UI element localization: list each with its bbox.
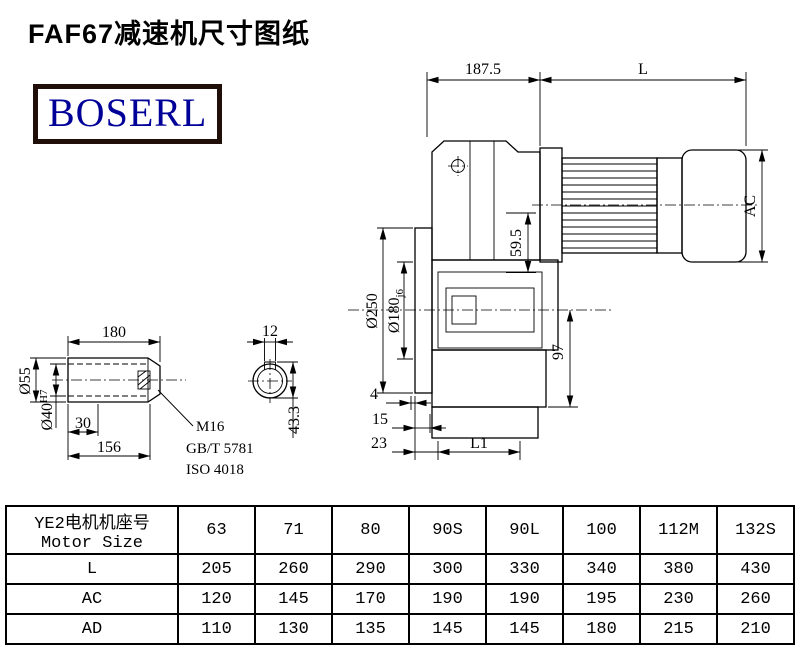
dim-label-d40: Ø40H7 <box>38 389 56 431</box>
size-column-header: 80 <box>331 505 410 555</box>
shaft-detail: 180 Ø55 Ø40H7 30 156 M16 GB/T 5781 ISO 4… <box>17 324 254 478</box>
dim-d180: Ø180j6 <box>386 261 413 360</box>
size-column-header: 90S <box>408 505 487 555</box>
motor-size-header-cn: YE2电机机座号 <box>34 514 150 534</box>
value-cell: 180 <box>562 613 641 645</box>
row-label: AD <box>5 613 179 645</box>
table-row-L: L 205 260 290 300 330 340 380 430 <box>5 553 795 585</box>
dim-97: 97 <box>548 310 578 408</box>
value-cell: 300 <box>408 553 487 585</box>
value-cell: 380 <box>639 553 718 585</box>
dim-label-97: 97 <box>550 344 567 360</box>
size-column-header: 132S <box>716 505 795 555</box>
dim-label-L1: L1 <box>470 435 488 452</box>
size-column-header: 100 <box>562 505 641 555</box>
value-cell: 205 <box>177 553 256 585</box>
row-label: L <box>5 553 179 585</box>
value-cell: 170 <box>331 583 410 615</box>
table-row-AD: AD 110 130 135 145 145 180 215 210 <box>5 613 795 645</box>
row-label: AC <box>5 583 179 615</box>
dim-label-L: L <box>638 61 648 78</box>
table-row-AC: AC 120 145 170 190 190 195 230 260 <box>5 583 795 615</box>
value-cell: 110 <box>177 613 256 645</box>
boserl-logo: BOSERL <box>33 84 223 144</box>
value-cell: 260 <box>716 583 795 615</box>
dim-label-d180: Ø180j6 <box>386 288 406 333</box>
size-column-header: 90L <box>485 505 564 555</box>
dim-label-59-5: 59.5 <box>508 229 525 257</box>
value-cell: 430 <box>716 553 795 585</box>
note-iso-4018: ISO 4018 <box>186 462 244 478</box>
value-cell: 120 <box>177 583 256 615</box>
dim-label-15: 15 <box>372 411 388 428</box>
value-cell: 230 <box>639 583 718 615</box>
dim-label-d250: Ø250 <box>364 293 381 329</box>
value-cell: 330 <box>485 553 564 585</box>
dim-d250: Ø250 <box>364 227 413 394</box>
value-cell: 190 <box>485 583 564 615</box>
value-cell: 130 <box>254 613 333 645</box>
value-cell: 135 <box>331 613 410 645</box>
dim-label-4: 4 <box>370 386 378 403</box>
shaft-cross-section: 12 43.3 <box>247 323 303 438</box>
dim-motor-L: L <box>540 61 746 84</box>
value-cell: 260 <box>254 553 333 585</box>
size-column-header: 63 <box>177 505 256 555</box>
dim-label-180: 180 <box>102 324 126 341</box>
tapped-hole <box>137 370 151 390</box>
dim-label-12: 12 <box>262 323 278 340</box>
note-m16: M16 <box>196 419 225 435</box>
dim-label-AC: AC <box>742 195 759 217</box>
value-cell: 290 <box>331 553 410 585</box>
dim-label-d55: Ø55 <box>17 367 34 395</box>
note-gbt-5781: GB/T 5781 <box>186 441 254 457</box>
value-cell: 215 <box>639 613 718 645</box>
value-cell: 145 <box>485 613 564 645</box>
boserl-logo-text: BOSERL <box>48 90 208 135</box>
dim-label-187-5: 187.5 <box>465 61 501 78</box>
gearbox-outline <box>414 140 559 439</box>
motor-size-header-cell: YE2电机机座号 Motor Size <box>5 505 179 555</box>
centerlines <box>348 204 758 311</box>
size-column-header: 71 <box>254 505 333 555</box>
technical-drawing: 187.5 L AC Ø250 Ø180j6 59.5 <box>17 61 768 478</box>
table-header-row: YE2电机机座号 Motor Size 63 71 80 90S 90L 100… <box>5 505 795 555</box>
dim-label-30: 30 <box>75 415 91 432</box>
motor-size-table: YE2电机机座号 Motor Size 63 71 80 90S 90L 100… <box>5 505 795 645</box>
dim-59-5: 59.5 <box>506 212 536 273</box>
dims-bottom: 4 15 23 L1 <box>370 386 521 460</box>
value-cell: 195 <box>562 583 641 615</box>
value-cell: 210 <box>716 613 795 645</box>
value-cell: 190 <box>408 583 487 615</box>
dim-187-5: 187.5 <box>426 61 747 146</box>
page-title: FAF67减速机尺寸图纸 <box>28 19 311 49</box>
dim-label-23: 23 <box>371 435 387 452</box>
dim-AC: AC <box>700 149 768 263</box>
size-column-header: 112M <box>639 505 718 555</box>
value-cell: 145 <box>254 583 333 615</box>
value-cell: 145 <box>408 613 487 645</box>
dim-label-156: 156 <box>97 439 121 456</box>
dim-label-43-3: 43.3 <box>286 406 303 434</box>
value-cell: 340 <box>562 553 641 585</box>
motor-size-header-en: Motor Size <box>40 533 144 553</box>
